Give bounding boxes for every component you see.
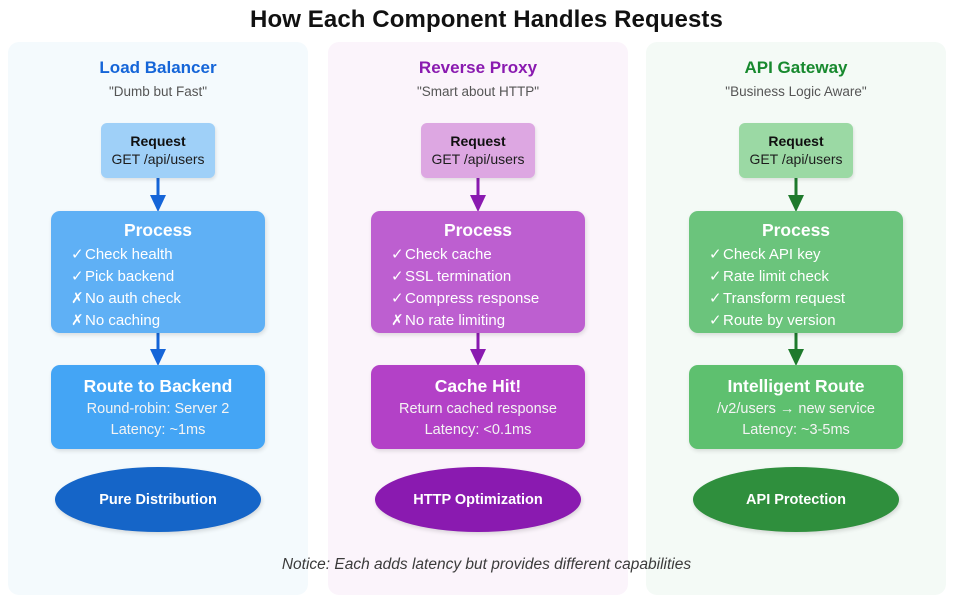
column-reverse-proxy: Reverse Proxy "Smart about HTTP" Request…: [328, 42, 628, 595]
process-title: Process: [123, 220, 193, 240]
column-title: API Gateway: [744, 58, 848, 77]
check-icon: ✓: [709, 268, 722, 285]
process-item-label: Rate limit check: [723, 268, 829, 285]
process-item-label: Route by version: [723, 312, 836, 329]
process-item: ✓Compress response: [391, 288, 585, 310]
process-title: Process: [761, 220, 831, 240]
result-title: Cache Hit!: [434, 375, 522, 396]
process-item: ✓Check health: [71, 244, 265, 266]
page-title: How Each Component Handles Requests: [250, 6, 723, 33]
process-item-label: Check health: [85, 246, 173, 263]
request-box: Request GET /api/users: [101, 123, 215, 178]
summary-badge-label: HTTP Optimization: [413, 491, 543, 508]
result-title: Intelligent Route: [727, 375, 865, 396]
request-box: Request GET /api/users: [421, 123, 535, 178]
process-item-label: Pick backend: [85, 268, 175, 285]
summary-badge-label: API Protection: [746, 491, 846, 508]
column-api-gateway: API Gateway "Business Logic Aware" Reque…: [646, 42, 946, 595]
process-item: ✗No auth check: [71, 288, 265, 310]
process-item: ✓Check cache: [391, 244, 585, 266]
column-title: Reverse Proxy: [418, 58, 538, 77]
process-item: ✓SSL termination: [391, 266, 585, 288]
process-item-label: SSL termination: [405, 268, 512, 285]
request-box: Request GET /api/users: [739, 123, 853, 178]
check-icon: ✓: [709, 312, 722, 329]
request-title: Request: [450, 133, 506, 149]
request-detail: GET /api/users: [749, 151, 843, 167]
check-icon: ✓: [71, 268, 84, 285]
process-item-label: Check cache: [405, 246, 492, 263]
process-box: Process ✓Check API key ✓Rate limit check…: [689, 211, 903, 333]
result-line: Latency: ~3-5ms: [742, 421, 850, 438]
column-subtitle: "Business Logic Aware": [725, 84, 867, 99]
result-title: Route to Backend: [83, 375, 233, 396]
process-item: ✓Rate limit check: [709, 266, 903, 288]
process-item-label: Transform request: [723, 290, 845, 307]
process-item-label: No caching: [85, 312, 161, 329]
process-item: ✓Route by version: [709, 310, 903, 332]
summary-badge: HTTP Optimization: [375, 467, 581, 532]
cross-icon: ✗: [71, 290, 84, 307]
result-line: Latency: ~1ms: [110, 421, 206, 438]
check-icon: ✓: [709, 246, 722, 263]
result-line: Return cached response: [399, 400, 557, 417]
process-box: Process ✓Check health ✓Pick backend ✗No …: [51, 211, 265, 333]
check-icon: ✓: [709, 290, 722, 307]
column-subtitle: "Dumb but Fast": [108, 84, 208, 99]
check-icon: ✓: [391, 268, 404, 285]
process-item: ✓Transform request: [709, 288, 903, 310]
cross-icon: ✗: [391, 312, 404, 329]
result-line: /v2/users → new service: [717, 400, 875, 417]
process-item-label: Compress response: [405, 290, 540, 307]
process-item-label: No rate limiting: [405, 312, 506, 329]
column-subtitle: "Smart about HTTP": [416, 84, 540, 99]
summary-badge: Pure Distribution: [55, 467, 261, 532]
summary-badge-label: Pure Distribution: [99, 491, 217, 508]
process-item: ✗No caching: [71, 310, 265, 332]
process-box: Process ✓Check cache ✓SSL termination ✓C…: [371, 211, 585, 333]
footer-note: Notice: Each adds latency but provides d…: [281, 556, 692, 573]
request-title: Request: [130, 133, 186, 149]
process-item: ✓Check API key: [709, 244, 903, 266]
process-item: ✗No rate limiting: [391, 310, 585, 332]
process-title: Process: [443, 220, 513, 240]
result-line: Round-robin: Server 2: [86, 400, 230, 417]
process-item-label: Check API key: [723, 246, 821, 263]
result-box: Cache Hit! Return cached response Latenc…: [371, 365, 585, 449]
result-box: Intelligent Route /v2/users → new servic…: [689, 365, 903, 449]
request-detail: GET /api/users: [111, 151, 205, 167]
cross-icon: ✗: [71, 312, 84, 329]
process-item-label: No auth check: [85, 290, 181, 307]
process-item: ✓Pick backend: [71, 266, 265, 288]
process-list: ✓Check health ✓Pick backend ✗No auth che…: [51, 244, 265, 332]
column-load-balancer: Load Balancer "Dumb but Fast" Request GE…: [8, 42, 308, 595]
request-title: Request: [768, 133, 824, 149]
process-list: ✓Check cache ✓SSL termination ✓Compress …: [371, 244, 585, 332]
check-icon: ✓: [391, 246, 404, 263]
result-line: Latency: <0.1ms: [424, 421, 532, 438]
request-detail: GET /api/users: [431, 151, 525, 167]
check-icon: ✓: [71, 246, 84, 263]
check-icon: ✓: [391, 290, 404, 307]
process-list: ✓Check API key ✓Rate limit check ✓Transf…: [689, 244, 903, 332]
column-title: Load Balancer: [99, 58, 217, 77]
result-box: Route to Backend Round-robin: Server 2 L…: [51, 365, 265, 449]
summary-badge: API Protection: [693, 467, 899, 532]
